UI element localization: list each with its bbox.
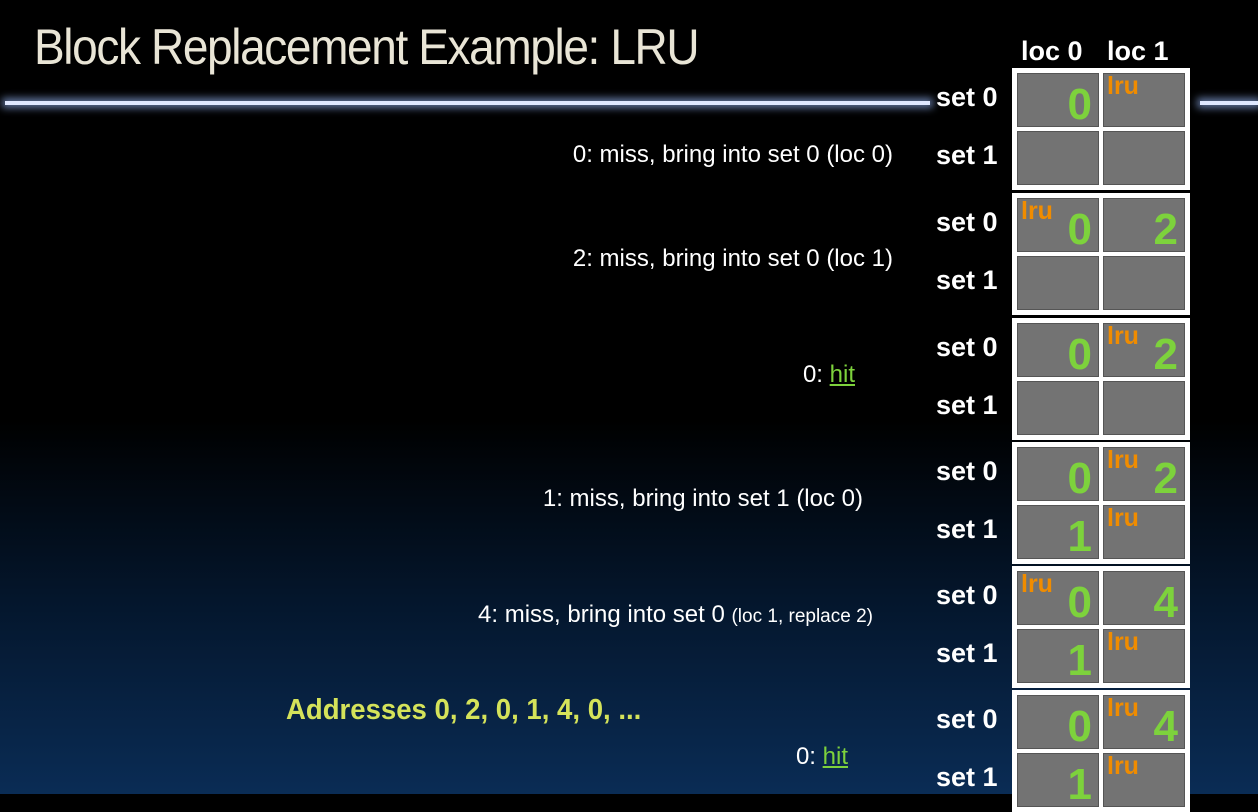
set-1-label: set 1 [936, 638, 998, 668]
cache-cell [1017, 131, 1099, 185]
step-1: 0: miss, bring into set 0 (loc 0) [572, 141, 893, 168]
cache-cell: lru [1103, 72, 1185, 127]
block-value: 2 [1153, 205, 1178, 254]
block-value: 0 [1067, 80, 1092, 129]
cache-cell [1017, 381, 1099, 435]
set-1-label: set 1 [936, 265, 998, 295]
cache-cell: lru 4 [1103, 694, 1185, 751]
cache-state-4: 0 lru 2 1 lru [1012, 442, 1190, 564]
block-value: 2 [1153, 454, 1178, 503]
header-loc-1: loc 1 [1107, 36, 1169, 66]
lru-marker: lru [1107, 752, 1139, 780]
cache-cell [1103, 381, 1185, 435]
cache-cell: lru 0 [1017, 570, 1099, 627]
cache-cell: lru 0 [1017, 197, 1099, 254]
set-0-label: set 0 [936, 704, 998, 734]
step-3: 0: hit [803, 361, 855, 389]
hit-label: hit [822, 743, 848, 770]
cache-cell: 4 [1103, 571, 1185, 627]
hit-label: hit [829, 361, 855, 388]
cache-state-2: lru 0 2 [1012, 193, 1190, 315]
block-value: 0 [1067, 205, 1092, 254]
cache-cell: lru [1103, 504, 1185, 559]
cache-cell: 0 [1017, 695, 1099, 751]
cache-cell: 2 [1103, 198, 1185, 254]
set-1-label: set 1 [936, 140, 998, 170]
block-value: 0 [1067, 454, 1092, 503]
step-4: 1: miss, bring into set 1 (loc 0) [542, 485, 863, 512]
step-6: 0: hit [796, 743, 848, 771]
set-1-label: set 1 [936, 390, 998, 420]
lru-marker: lru [1107, 72, 1139, 100]
cache-cell: 1 [1017, 629, 1099, 685]
step-prefix: 0: [802, 361, 830, 388]
block-value: 0 [1067, 702, 1092, 751]
lru-marker: lru [1107, 446, 1139, 474]
step-text: 4: miss, bring into set 0 [478, 601, 732, 628]
cache-cell: 1 [1017, 753, 1099, 809]
step-2: 2: miss, bring into set 0 (loc 1) [572, 245, 893, 272]
set-0-label: set 0 [936, 207, 998, 237]
step-prefix: 0: [795, 743, 823, 770]
address-sequence: Addresses 0, 2, 0, 1, 4, 0, ... [286, 694, 642, 726]
cache-cell: 0 [1017, 323, 1099, 379]
cache-state-1: 0 lru [1012, 68, 1190, 190]
set-0-label: set 0 [936, 456, 998, 486]
set-0-label: set 0 [936, 332, 998, 362]
cache-cell: lru [1103, 752, 1185, 807]
cache-cell: lru [1103, 628, 1185, 683]
cache-cell [1103, 131, 1185, 185]
block-value: 4 [1153, 578, 1178, 627]
block-value: 1 [1067, 760, 1092, 809]
block-value: 1 [1067, 512, 1092, 561]
set-1-label: set 1 [936, 762, 998, 792]
cache-state-5: lru 0 4 1 lru [1012, 566, 1190, 688]
cache-state-3: 0 lru 2 [1012, 318, 1190, 440]
block-value: 0 [1067, 330, 1092, 379]
cache-cell: 0 [1017, 447, 1099, 503]
slide-title: Block Replacement Example: LRU [34, 19, 700, 75]
title-divider-right [1200, 101, 1258, 105]
block-value: 4 [1153, 702, 1178, 751]
set-1-label: set 1 [936, 514, 998, 544]
step-note: (loc 1, replace 2) [731, 606, 873, 627]
step-5: 4: miss, bring into set 0 (loc 1, replac… [478, 601, 873, 629]
lru-marker: lru [1107, 628, 1139, 656]
lru-marker: lru [1107, 694, 1139, 722]
cache-cell [1017, 256, 1099, 310]
block-value: 2 [1153, 330, 1178, 379]
cache-cell: lru 2 [1103, 322, 1185, 379]
block-value: 0 [1067, 578, 1092, 627]
header-loc-0: loc 0 [1021, 36, 1083, 66]
lru-marker: lru [1021, 570, 1053, 598]
block-value: 1 [1067, 636, 1092, 685]
set-0-label: set 0 [936, 580, 998, 610]
cache-cell: lru 2 [1103, 446, 1185, 503]
set-0-label: set 0 [936, 82, 998, 112]
cache-cell: 1 [1017, 505, 1099, 561]
cache-cell: 0 [1017, 73, 1099, 129]
title-divider [5, 101, 930, 105]
lru-marker: lru [1107, 322, 1139, 350]
cache-cell [1103, 256, 1185, 310]
lru-marker: lru [1107, 504, 1139, 532]
lru-marker: lru [1021, 197, 1053, 225]
